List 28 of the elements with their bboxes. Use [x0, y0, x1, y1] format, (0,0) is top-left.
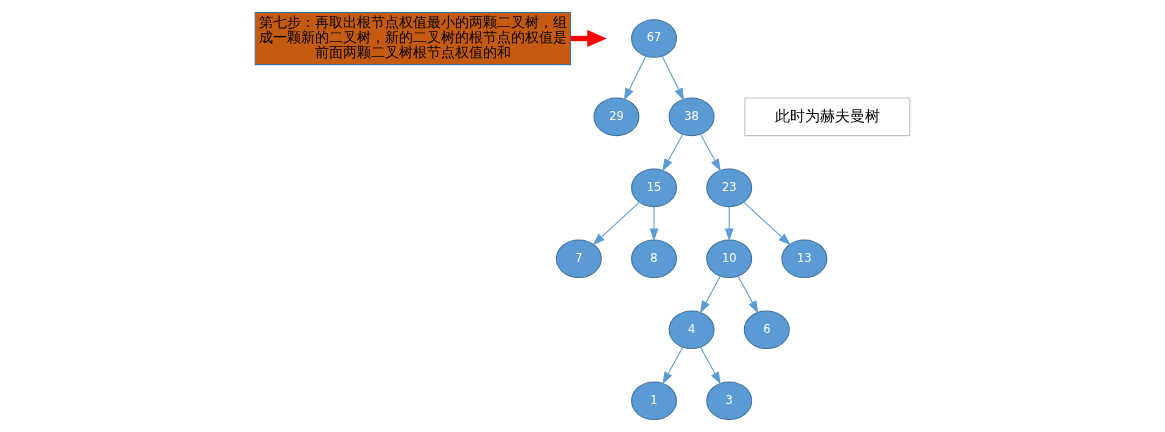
node-ellipse: 4	[668, 310, 715, 350]
arrow	[649, 206, 659, 242]
arrow	[699, 275, 721, 314]
arrow	[661, 55, 685, 101]
arrow	[743, 201, 791, 246]
arrow	[662, 133, 684, 172]
node-ellipse: 67	[631, 19, 677, 58]
arrow	[700, 346, 721, 385]
arrow	[724, 206, 734, 242]
node-ellipse: 15	[631, 168, 677, 208]
arrow	[592, 201, 640, 246]
node-ellipse: 8	[631, 239, 677, 279]
node-ellipse: 6	[743, 310, 790, 350]
node-ellipse: 10	[706, 239, 753, 279]
arrow	[570, 29, 607, 48]
node-box: 第七步：再取出根节点权值最小的两颗二叉树，组成一颗新的二叉树，新的二叉树的根节点的权值是前面两颗二叉树根节点权值的和	[254, 11, 571, 66]
node-ellipse: 29	[593, 97, 640, 137]
arrow	[623, 55, 647, 101]
node-ellipse: 13	[781, 239, 828, 279]
arrow	[737, 275, 759, 314]
arrow	[662, 346, 684, 385]
node-ellipse: 38	[668, 97, 715, 137]
node-box: 此时为赫夫曼树	[744, 97, 911, 137]
arrow	[700, 133, 721, 172]
node-ellipse: 23	[706, 168, 753, 208]
node-ellipse: 3	[706, 381, 753, 421]
node-ellipse: 7	[555, 239, 602, 279]
node-ellipse: 1	[631, 381, 677, 421]
